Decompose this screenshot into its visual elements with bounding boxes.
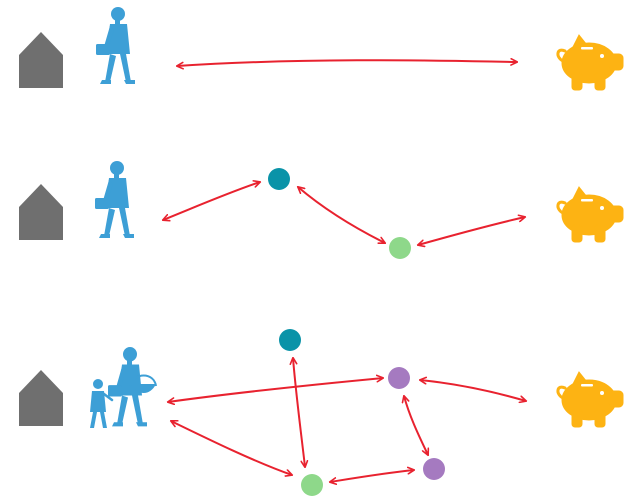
link-teal-to-green-stop	[296, 185, 387, 244]
row-direct-trip	[19, 7, 625, 92]
link-home-to-teal-stop	[161, 180, 262, 222]
link-home-to-purple-stop-1	[166, 374, 385, 406]
house-icon	[19, 32, 63, 88]
stop-node-purple	[423, 458, 445, 480]
stop-node-teal	[268, 168, 290, 190]
stop-node-teal	[279, 329, 301, 351]
link-green-stop-to-purple-stop-2	[328, 466, 416, 486]
house-icon	[19, 370, 63, 426]
house-icon	[19, 184, 63, 240]
link-purple-stop-1-to-purple-stop-2	[401, 394, 430, 457]
commuter-icon	[95, 161, 134, 238]
row-trip-with-two-stops	[19, 161, 625, 259]
commuter-icon	[96, 7, 135, 84]
stop-node-green	[301, 474, 323, 496]
parent-with-child-icon	[90, 347, 157, 428]
piggy-bank-icon	[556, 185, 625, 244]
link-home-to-green-stop	[169, 419, 294, 477]
row-trip-with-four-stops	[19, 329, 625, 496]
link-home-to-bank	[175, 57, 519, 70]
link-green-stop-to-bank	[416, 214, 527, 248]
piggy-bank-icon	[556, 33, 625, 92]
link-teal-stop-to-green-stop	[289, 356, 309, 469]
stop-node-green	[389, 237, 411, 259]
link-purple-stop-1-to-bank	[418, 376, 528, 404]
piggy-bank-icon	[556, 370, 625, 429]
stop-node-purple	[388, 367, 410, 389]
